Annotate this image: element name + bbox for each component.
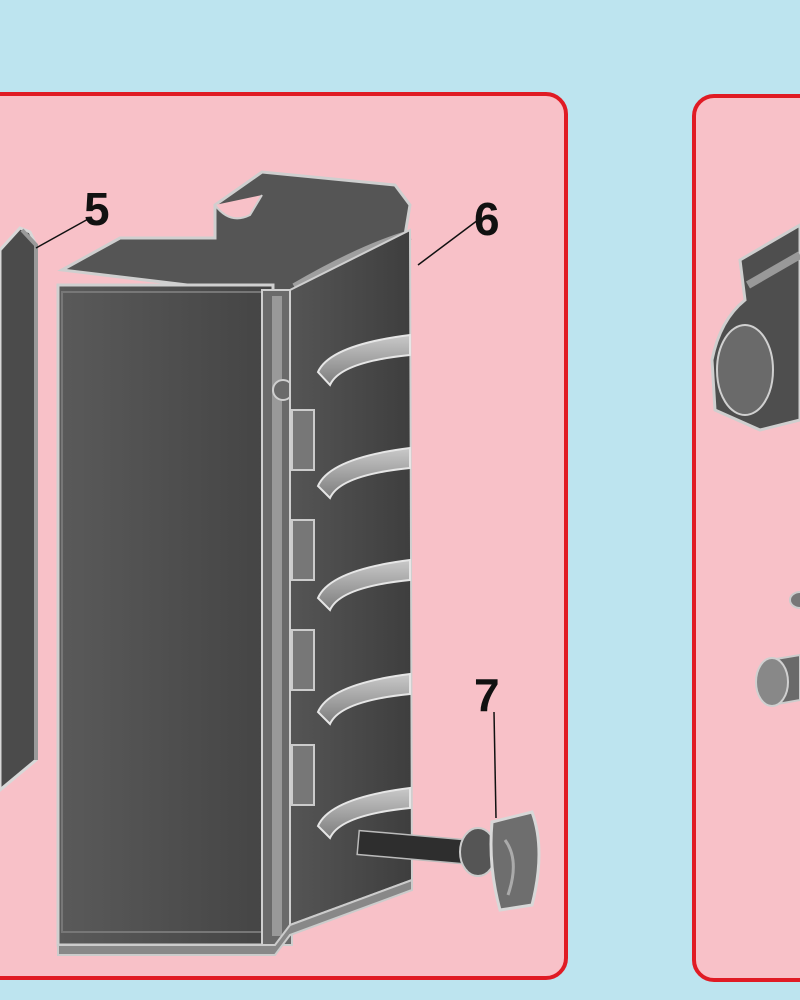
part-6-filter-housing [56, 170, 414, 956]
leader-line-5 [35, 217, 91, 249]
callout-label-6: 6 [474, 193, 500, 245]
leader-line-6 [417, 219, 479, 266]
callout-label-7: 7 [474, 669, 500, 721]
callout-label-5: 5 [84, 183, 110, 235]
leader-line-7 [493, 711, 497, 819]
part-5-cover-panel [0, 226, 38, 792]
part-7-thumb-screw [356, 810, 541, 912]
right-panel-part-artwork [710, 223, 800, 707]
